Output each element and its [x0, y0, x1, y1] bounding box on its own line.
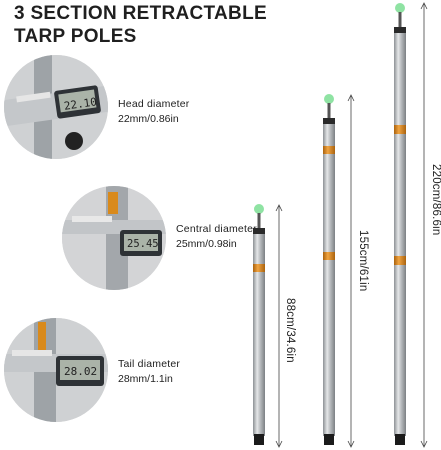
pole-medium [323, 94, 355, 448]
pole-short-length: 88cm/34.6in [284, 298, 296, 363]
tail-diameter-value: 28mm/1.1in [118, 373, 173, 385]
title-line-1: 3 SECTION RETRACTABLE [14, 3, 267, 24]
caliper-reading: 25.45 [127, 238, 159, 250]
pole-tip-icon [254, 204, 264, 214]
central-diameter-value: 25mm/0.98in [176, 238, 237, 250]
tail-diameter-spec: Tail diameter 28mm/1.1in [118, 357, 180, 387]
caliper-icon: 22.10 [4, 55, 108, 159]
tail-diameter-photo: 28.02 [4, 318, 108, 422]
head-diameter-spec: Head diameter 22mm/0.86in [118, 97, 189, 127]
caliper-icon: 28.02 [4, 318, 108, 422]
tail-diameter-label: Tail diameter [118, 358, 181, 370]
title-line-2: TARP POLES [14, 26, 137, 47]
head-diameter-value: 22mm/0.86in [118, 113, 179, 125]
page-title: 3 SECTION RETRACTABLE TARP POLES [14, 2, 267, 48]
pole-medium-length: 155cm/61in [357, 230, 369, 292]
pole-long-length: 220cm/86.6in [430, 164, 441, 236]
central-diameter-label: Central diameter [176, 223, 257, 235]
caliper-reading: 28.02 [64, 365, 97, 378]
central-diameter-photo: 25.45 [62, 186, 166, 290]
pole-long [394, 2, 428, 448]
caliper-icon: 25.45 [62, 186, 166, 290]
head-diameter-photo: 22.10 [4, 55, 108, 159]
pole-tip-icon [395, 3, 405, 13]
head-diameter-label: Head diameter [118, 98, 190, 110]
pole-short [253, 204, 283, 448]
central-diameter-spec: Central diameter 25mm/0.98in [176, 222, 257, 252]
pole-tip-icon [324, 94, 334, 104]
caliper-reading: 22.10 [63, 95, 98, 112]
